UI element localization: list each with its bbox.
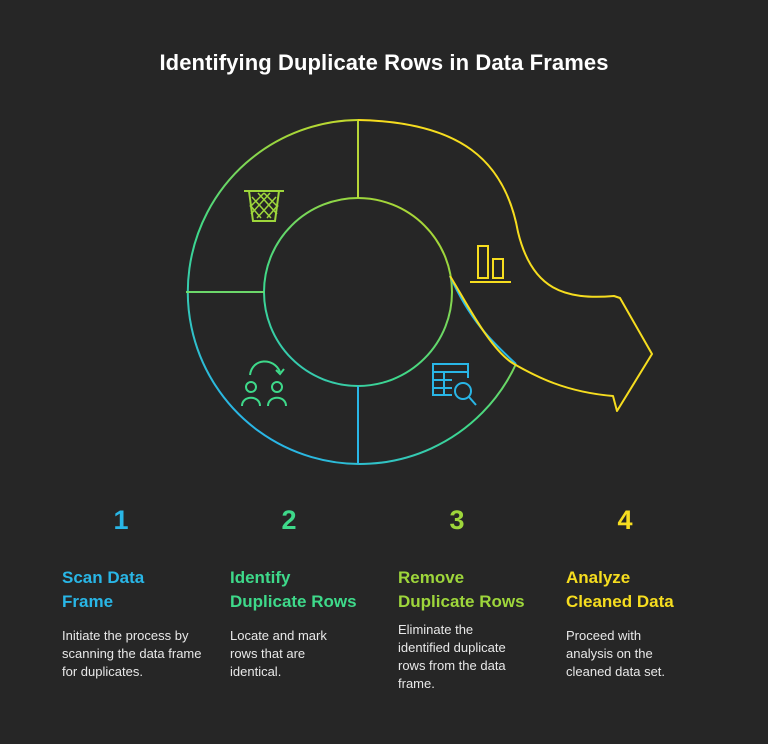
blue-band-edge xyxy=(449,275,517,365)
step-number: 4 xyxy=(617,505,633,535)
step-heading: Analyze Cleaned Data xyxy=(566,568,674,611)
step-description: Eliminate the identified duplicate rows … xyxy=(398,622,506,691)
step-identify-duplicate-rows: 2 Identify Duplicate Rows Locate and mar… xyxy=(230,505,390,681)
step-heading: Remove Duplicate Rows xyxy=(398,568,525,611)
step-description: Proceed with analysis on the cleaned dat… xyxy=(566,628,666,679)
step-heading: Identify Duplicate Rows xyxy=(230,568,357,611)
step-scan-data-frame: 1 Scan Data Frame Initiate the process b… xyxy=(62,505,222,681)
users-swap-icon xyxy=(241,360,287,407)
step-analyze-cleaned-data: 4 Analyze Cleaned Data Proceed with anal… xyxy=(566,505,726,681)
step-number: 1 xyxy=(113,505,129,535)
step-description: Locate and mark rows that are identical. xyxy=(230,628,327,679)
yellow-arrow xyxy=(357,119,653,412)
bar-chart-icon xyxy=(470,245,511,283)
step-remove-duplicate-rows: 3 Remove Duplicate Rows Eliminate the id… xyxy=(398,505,558,693)
step-number: 3 xyxy=(449,505,465,535)
step-number: 2 xyxy=(281,505,297,535)
trash-bin-icon xyxy=(244,190,284,222)
inner-ring xyxy=(263,197,453,387)
page-title: Identifying Duplicate Rows in Data Frame… xyxy=(159,50,609,75)
step-description: Initiate the process by scanning the dat… xyxy=(62,628,202,679)
table-search-icon xyxy=(432,363,477,406)
step-heading: Scan Data Frame xyxy=(62,568,145,611)
outer-ring xyxy=(186,119,517,465)
